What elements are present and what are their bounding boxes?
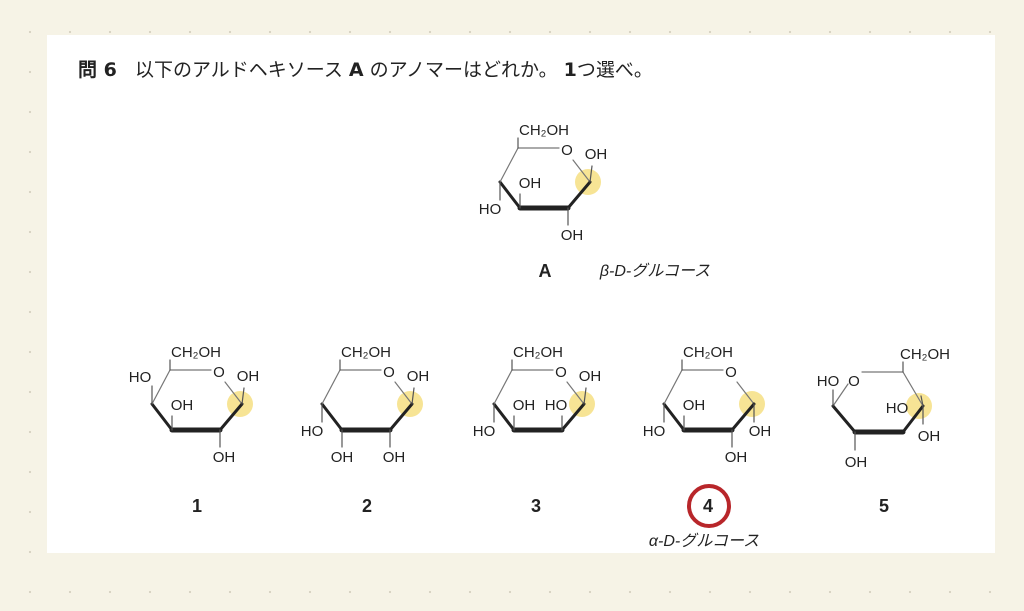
bond-line [730,402,756,432]
structure-a-label: A [539,261,552,281]
bond-line [218,402,244,432]
question-compound: A [348,59,364,81]
substituent-label: OH [519,175,542,192]
substituent-label: OH [725,449,748,466]
bond-line [832,383,849,407]
ring-oxygen: O [555,364,567,381]
choice-number-1[interactable]: 1 [192,496,202,516]
anomeric-carbon-highlight [569,391,595,417]
bond-line [901,404,925,434]
bond-line [150,402,174,432]
ring-oxygen: O [383,364,395,381]
bond-line [411,387,415,405]
bond-line [388,402,414,432]
bond-line [499,147,519,183]
ring-oxygen: O [561,142,573,159]
answer-circle-mark [687,484,731,528]
bond-line [831,404,857,434]
annotation-alpha-d-glucose: α-D-グルコース [649,532,759,550]
bond-line [492,402,516,432]
substituent-label: OH [918,428,941,445]
substituent-label: OH [561,227,584,244]
bond-line [493,369,513,405]
substituent-label: HO [886,400,909,417]
anomeric-carbon-highlight [227,391,253,417]
choice-structure-1: O CH₂OH HO OH OH OH [129,344,260,466]
bond-line [224,381,243,405]
question-text-1: 以下のアルドヘキソース [134,59,343,81]
substituent-label: CH₂OH [519,122,569,139]
substituent-label: HO [301,423,324,440]
bond-line [321,369,341,405]
anomeric-carbon-highlight [575,169,601,195]
annotation-beta-d-glucose: β-D-グルコース [599,262,710,280]
anomeric-carbon-highlight [397,391,423,417]
substituent-label: CH₂OH [683,344,733,361]
substituent-label: OH [579,368,602,385]
substituent-label: HO [643,423,666,440]
substituent-label: OH [237,368,260,385]
question-panel [47,35,995,553]
anomeric-carbon-highlight [739,391,765,417]
substituent-label: CH₂OH [513,344,563,361]
substituent-label: HO [817,373,840,390]
question-number: 問 6 [78,59,117,81]
bond-line [241,387,245,405]
choice-structure-3: O CH₂OH OH OH HO HO [473,344,602,440]
bond-line [902,371,924,407]
bond-line [394,381,413,405]
substituent-label: CH₂OH [341,344,391,361]
choice-number-3[interactable]: 3 [531,496,541,516]
substituent-label: CH₂OH [900,346,950,363]
substituent-label: OH [683,397,706,414]
bond-line [320,402,344,432]
substituent-label: HO [473,423,496,440]
question-count: 1 [563,59,577,81]
bond-line [572,159,591,183]
question-title: 問 6 以下のアルドヘキソース A のアノマーはどれか。 1つ選べ。 [78,55,653,82]
choice-number-5[interactable]: 5 [879,496,889,516]
substituent-label: OH [585,146,608,163]
substituent-label: OH [383,449,406,466]
bond-line [498,180,522,210]
substituent-label: OH [171,397,194,414]
choice-structure-2: O CH₂OH OH HO OH OH [301,344,430,466]
ring-oxygen: O [725,364,737,381]
bond-line [920,395,924,407]
choice-structure-5: O CH₂OH HO HO OH OH [817,346,950,471]
substituent-label: HO [479,201,502,218]
choice-number-4[interactable]: 4 [703,496,713,516]
bond-line [566,180,592,210]
substituent-label: CH₂OH [171,344,221,361]
substituent-label: OH [845,454,868,471]
bond-line [663,369,683,405]
bond-line [151,369,171,405]
question-text-3: つ選べ。 [576,59,653,81]
structure-a: O CH₂OH OH OH HO OH [479,122,608,244]
anomeric-carbon-highlight [906,393,932,419]
ring-oxygen: O [848,373,860,390]
substituent-label: OH [513,397,536,414]
substituent-label: OH [407,368,430,385]
substituent-label: HO [545,397,568,414]
bond-line [736,381,755,405]
substituent-label: HO [129,369,152,386]
bond-line [583,387,587,405]
bond-line [662,402,686,432]
bond-line [566,381,585,405]
bond-line [560,402,586,432]
substituent-label: OH [331,449,354,466]
substituent-label: OH [749,423,772,440]
question-text-2: のアノマーはどれか。 [369,59,558,81]
choice-number-2[interactable]: 2 [362,496,372,516]
ring-oxygen: O [213,364,225,381]
bond-line [589,165,593,183]
substituent-label: OH [213,449,236,466]
